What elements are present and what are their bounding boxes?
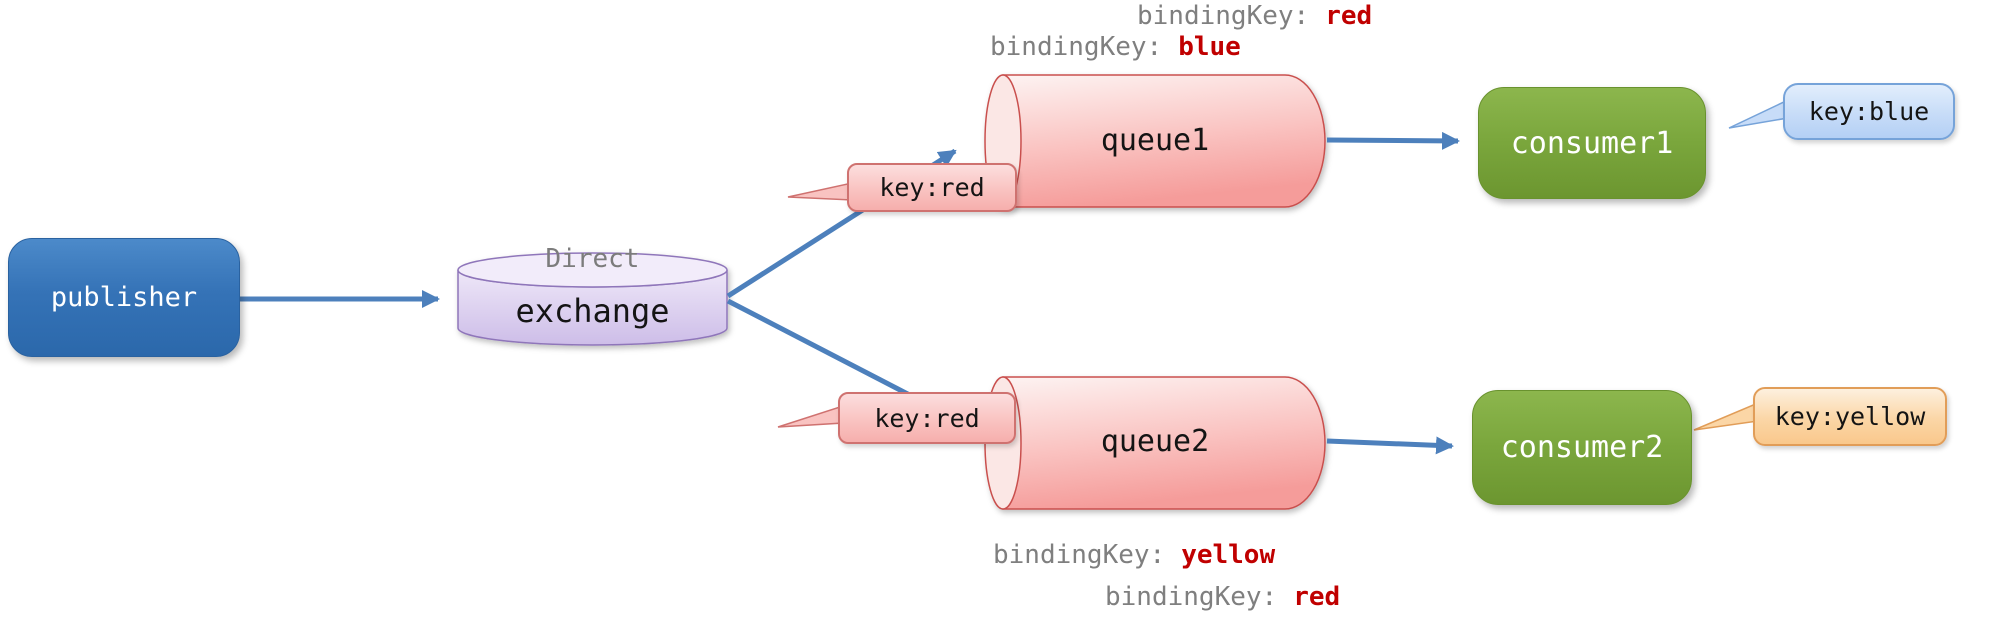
bubble-tail-key-blue xyxy=(1728,98,1789,129)
consumer2-label: consumer2 xyxy=(1500,430,1664,465)
queue2-binding-red: bindingKey: red xyxy=(1105,582,1340,612)
routing-key-label: key:red xyxy=(879,173,985,202)
routing-key-bubble-queue1: key:red xyxy=(847,163,1017,212)
bubble-tail-key-red-2 xyxy=(777,404,844,428)
consumer1-key-bubble: key:blue xyxy=(1783,83,1955,140)
bubble-tail-key-yellow xyxy=(1693,401,1759,431)
consumer1-key-label: key:blue xyxy=(1808,97,1930,126)
queue1-binding-blue: bindingKey: blue xyxy=(990,32,1241,62)
exchange-top-ellipse xyxy=(457,252,728,288)
binding-prefix: bindingKey: xyxy=(1105,582,1278,612)
queue2-binding-yellow: bindingKey: yellow xyxy=(993,540,1275,570)
queue2-cylinder xyxy=(984,376,1326,510)
consumer1-node: consumer1 xyxy=(1478,87,1706,199)
consumer2-key-label: key:yellow xyxy=(1774,402,1926,431)
queue1-cylinder xyxy=(984,74,1326,208)
binding-value: red xyxy=(1293,582,1341,612)
consumer1-label: consumer1 xyxy=(1510,125,1674,161)
routing-key-bubble-queue2: key:red xyxy=(838,392,1016,444)
queue1-binding-red: bindingKey: red xyxy=(1137,1,1372,31)
routing-key-label: key:red xyxy=(874,403,980,433)
queue1-to-consumer1-arrow xyxy=(1326,131,1460,150)
queue2-to-consumer2-arrow xyxy=(1326,436,1454,455)
exchange-cylinder xyxy=(457,252,728,346)
bubble-tail-key-red-1 xyxy=(787,182,853,201)
binding-value: yellow xyxy=(1181,540,1276,570)
binding-prefix: bindingKey: xyxy=(990,32,1163,62)
publisher-node: publisher xyxy=(8,238,240,357)
binding-value: blue xyxy=(1178,32,1241,62)
publisher-label: publisher xyxy=(50,282,198,313)
consumer2-key-bubble: key:yellow xyxy=(1753,387,1947,446)
binding-value: red xyxy=(1325,1,1373,31)
consumer2-node: consumer2 xyxy=(1472,390,1692,505)
binding-prefix: bindingKey: xyxy=(993,540,1166,570)
binding-prefix: bindingKey: xyxy=(1137,1,1310,31)
